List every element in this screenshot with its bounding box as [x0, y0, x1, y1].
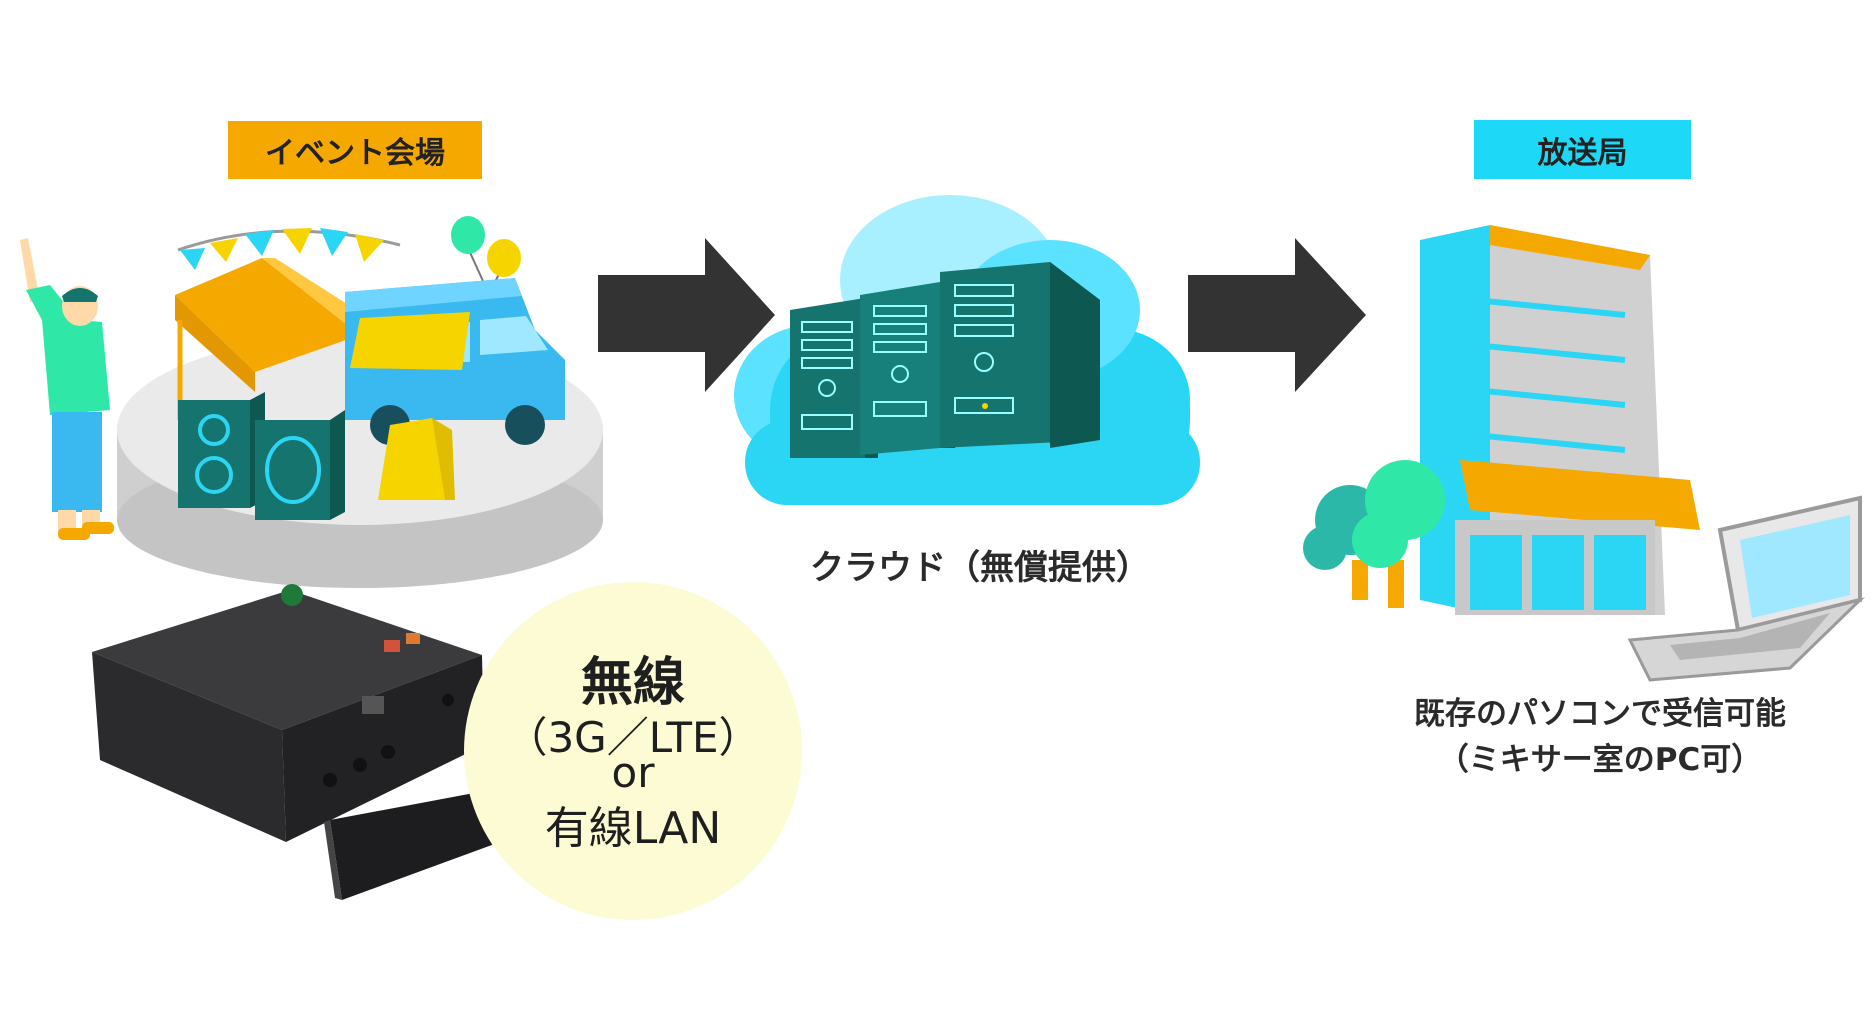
- signboard-icon: [378, 418, 455, 500]
- building-icon: [1420, 225, 1700, 615]
- person-icon: [20, 238, 114, 540]
- speaker-icon: [178, 392, 345, 520]
- connection-network-text: （3G／LTE）: [505, 713, 761, 762]
- food-truck-icon: [345, 278, 565, 445]
- pc-caption-line-1: 既存のパソコンで受信可能: [1414, 696, 1786, 732]
- bunting-icon: [177, 228, 401, 270]
- event-venue-label: イベント会場: [228, 121, 482, 179]
- tree-icon: [1303, 460, 1445, 608]
- arrow-right-icon: [598, 238, 775, 392]
- broadcast-station-label: 放送局: [1474, 120, 1691, 179]
- server-icon: [790, 262, 1100, 458]
- arrow-right-icon: [1188, 238, 1366, 392]
- cloud-caption: クラウド（無償提供）: [810, 548, 1150, 588]
- connection-bubble: [464, 582, 802, 920]
- pc-caption-line-2: （ミキサー室のPC可）: [1437, 742, 1763, 778]
- connection-wireless-text: 無線: [580, 653, 685, 713]
- connection-or-text: or: [611, 748, 655, 797]
- event-venue-illustration: [20, 216, 603, 588]
- encoder-device-icon: [92, 584, 500, 900]
- connection-wired-text: 有線LAN: [544, 803, 722, 854]
- laptop-icon: [1627, 495, 1866, 682]
